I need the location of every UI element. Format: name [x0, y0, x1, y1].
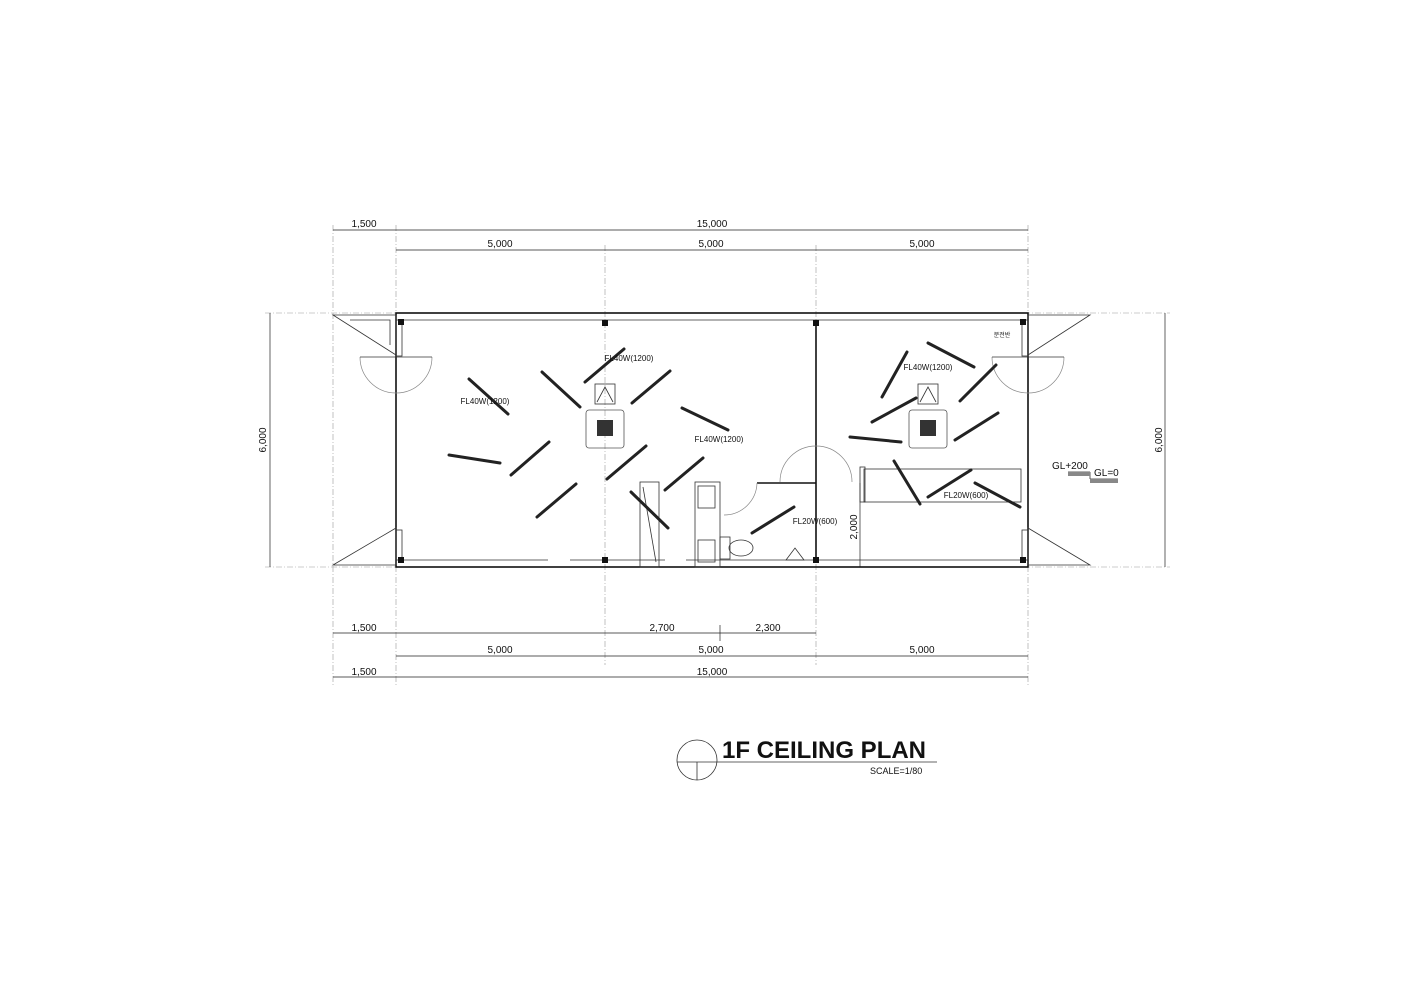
dim-left-height: 6,000 [258, 427, 269, 452]
label-fl40w-mid: FL40W(1200) [695, 435, 744, 444]
title-block: 1F CEILING PLAN SCALE=1/80 [676, 737, 937, 781]
drawing-title: 1F CEILING PLAN [722, 737, 926, 764]
dim-bottom-bay-2: 5,000 [698, 645, 723, 656]
label-fl20w-counter: FL20W(600) [944, 491, 989, 500]
fluorescent-lamp [926, 468, 973, 499]
dim-bottom-canopy-2: 1,500 [351, 667, 376, 678]
fluorescent-lamp [870, 396, 918, 424]
dim-top-bay-1: 5,000 [487, 239, 512, 250]
fluorescent-lamp [848, 435, 903, 444]
fluorescent-lamp [958, 363, 998, 403]
dim-bottom-bay-1: 5,000 [487, 645, 512, 656]
dim-top-canopy: 1,500 [351, 219, 376, 230]
light-fixtures [447, 341, 1022, 535]
label-distribution-panel: 분전반 [994, 331, 1011, 339]
dim-bottom-2300: 2,300 [755, 623, 780, 634]
fluorescent-lamp [467, 377, 510, 416]
dim-top-bay-2: 5,000 [698, 239, 723, 250]
dim-bottom-2700: 2,700 [649, 623, 674, 634]
label-fl40w-left: FL40W(1200) [461, 397, 510, 406]
drawing-scale: SCALE=1/80 [870, 766, 922, 776]
fluorescent-lamp [953, 411, 1000, 442]
level-marks: GL+200 GL=0 [1052, 461, 1119, 483]
fluorescent-lamp [509, 440, 551, 477]
label-fl40w-top: FL40W(1200) [605, 354, 654, 363]
fluorescent-lamp [750, 505, 796, 535]
fluorescent-lamp [926, 341, 976, 369]
fluorescent-lamp [583, 347, 626, 384]
fluorescent-lamp [973, 481, 1022, 509]
dim-bottom-canopy-1: 1,500 [351, 623, 376, 634]
ac-unit-right [908, 383, 948, 449]
fixtures [639, 466, 1022, 568]
ac-unit-left [585, 383, 625, 449]
dim-bottom-overall: 15,000 [697, 667, 728, 678]
canopies [331, 314, 1092, 566]
dim-top-overall: 15,000 [697, 219, 728, 230]
dim-top-bay-3: 5,000 [909, 239, 934, 250]
columns [398, 319, 1026, 563]
fluorescent-lamp [680, 406, 730, 432]
fluorescent-lamp [892, 459, 922, 506]
fluorescent-lamp [880, 350, 909, 399]
dim-bottom-bay-3: 5,000 [909, 645, 934, 656]
dimension-lines [269, 229, 1166, 678]
fluorescent-lamp [630, 369, 672, 405]
fluorescent-lamp [605, 444, 648, 481]
label-gl-plus: GL+200 [1052, 461, 1088, 472]
dim-right-height: 6,000 [1154, 427, 1165, 452]
label-fl20w-toilet: FL20W(600) [793, 517, 838, 526]
doors [359, 356, 1065, 516]
fluorescent-lamp [447, 453, 502, 465]
dim-partition: 2,000 [849, 514, 860, 539]
fluorescent-lamp [535, 482, 578, 519]
fluorescent-lamp [629, 490, 670, 530]
label-fl40w-right: FL40W(1200) [904, 363, 953, 372]
fluorescent-lamp [663, 456, 705, 492]
grid-lines [265, 225, 1170, 685]
label-gl-zero: GL=0 [1094, 468, 1119, 479]
fluorescent-lamp [540, 370, 582, 409]
